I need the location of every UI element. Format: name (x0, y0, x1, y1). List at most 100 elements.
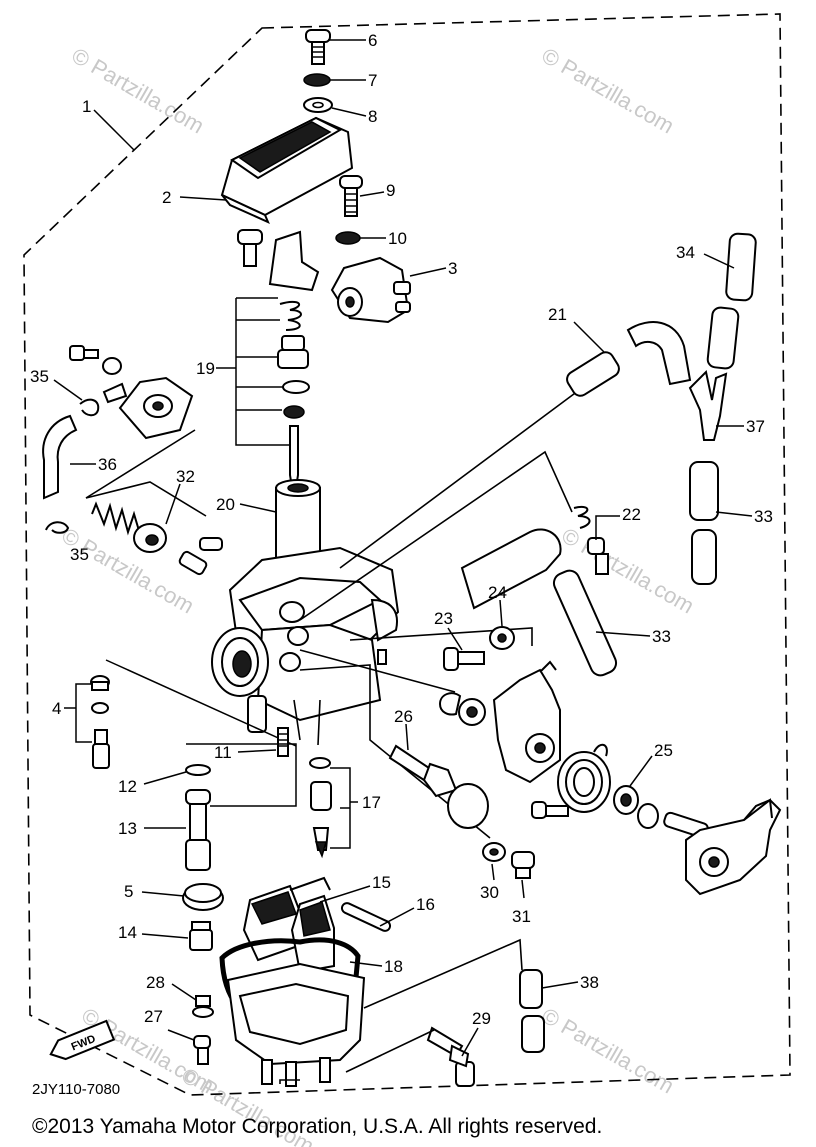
callout-5: 5 (124, 882, 133, 901)
callout-layer: 1 2 3 4 5 6 7 8 9 10 11 12 13 14 15 16 1 (30, 31, 773, 1057)
screw-plate (531, 801, 569, 819)
callout-32: 32 (176, 467, 195, 486)
hose-38 (519, 969, 545, 1053)
starter-plunger-cover (102, 376, 194, 440)
elbow-hose (626, 321, 692, 386)
callout-23: 23 (434, 609, 453, 628)
callout-30: 30 (480, 883, 499, 902)
plunger-26 (388, 744, 489, 829)
guide-line-choke (85, 429, 196, 499)
drain-screw-29 (426, 1026, 475, 1087)
guide-line-29 (345, 1029, 435, 1073)
hose-34 (706, 232, 757, 370)
callout-22: 22 (622, 505, 641, 524)
callout-18: 18 (384, 957, 403, 976)
top-cover-2 (220, 116, 354, 224)
callout-29: 29 (472, 1009, 491, 1028)
needle-valve-4 (75, 659, 297, 769)
callout-3: 3 (448, 259, 457, 278)
callout-7: 7 (368, 71, 377, 90)
float-valve-17 (309, 757, 351, 859)
callout-35-bottom: 35 (70, 545, 89, 564)
callout-33-upper: 33 (754, 507, 773, 526)
clip-35-bottom (45, 521, 70, 534)
callout-34: 34 (676, 243, 695, 262)
callout-28: 28 (146, 973, 165, 992)
idle-screw-22 (573, 506, 609, 575)
throttle-lever-plate (492, 660, 561, 784)
screw-27 (193, 1035, 211, 1065)
hose-33-long (552, 569, 618, 677)
callout-6: 6 (368, 31, 377, 50)
spring-32 (91, 501, 141, 536)
guide-line-38 (363, 938, 523, 1009)
o-ring-28 (192, 995, 214, 1018)
seal-32 (133, 523, 167, 553)
throttle-lever (663, 798, 782, 896)
watermark: © Partzilla.com (538, 1003, 679, 1099)
callout-27: 27 (144, 1007, 163, 1026)
callout-11: 11 (214, 743, 232, 762)
joint-37 (688, 369, 728, 441)
callout-16: 16 (416, 895, 435, 914)
pilot-screw-group (178, 537, 223, 576)
guide-line-24 (349, 627, 533, 646)
screw-6 (305, 29, 331, 65)
screw-31 (511, 851, 535, 879)
callout-25: 25 (654, 741, 673, 760)
overflow-hose (460, 528, 562, 610)
watermark: © Partzilla.com (538, 43, 679, 139)
callout-17: 17 (362, 793, 381, 812)
screw-11 (277, 727, 289, 757)
callout-35-top: 35 (30, 367, 49, 386)
callout-24: 24 (488, 583, 507, 602)
callout-1: 1 (82, 97, 91, 116)
callout-33-lower: 33 (652, 627, 671, 646)
throttle-valve-group-19 (235, 297, 310, 501)
throttle-slide-20 (275, 479, 321, 559)
copyright-notice: ©2013 Yamaha Motor Corporation, U.S.A. A… (32, 1115, 602, 1138)
callout-20: 20 (216, 495, 235, 514)
emulsion-tube-13 (185, 789, 211, 871)
washer-5 (182, 883, 224, 911)
guide-line-22 (299, 450, 573, 621)
callout-21: 21 (548, 305, 567, 324)
hose-21 (566, 351, 620, 397)
hose-36 (42, 414, 78, 500)
drawing-code: 2JY110-7080 (32, 1081, 120, 1098)
washer-30 (482, 842, 506, 862)
clip-washer-lever (438, 692, 486, 726)
screw-23 (443, 647, 485, 671)
clip-35-top (79, 398, 100, 417)
hose-33-right (689, 461, 719, 585)
watermark: © Partzilla.com (68, 43, 209, 139)
callout-8: 8 (368, 107, 377, 126)
o-ring-12 (185, 764, 211, 776)
callout-31: 31 (512, 907, 531, 926)
float-bowl (226, 962, 366, 1087)
fwd-arrow-icon: FWD (49, 1019, 116, 1061)
screw-pair-choke (69, 345, 122, 375)
callout-10: 10 (388, 229, 407, 248)
throttle-spring-25 (557, 743, 611, 813)
callout-12: 12 (118, 777, 137, 796)
lock-washer-7 (303, 73, 331, 87)
washer-8 (303, 97, 333, 113)
cable-bracket (268, 230, 320, 292)
callout-26: 26 (394, 707, 413, 726)
float-assembly (242, 876, 335, 974)
throttle-bracket-3 (330, 256, 411, 324)
guide-line-21 (339, 381, 591, 569)
callout-14: 14 (118, 923, 137, 942)
guide-line-26 (299, 649, 456, 693)
callout-9: 9 (386, 181, 395, 200)
callout-13: 13 (118, 819, 137, 838)
callout-19: 19 (196, 359, 215, 378)
float-pin-16 (340, 902, 392, 932)
main-jet-14 (189, 921, 213, 951)
washer-lever (637, 803, 659, 829)
callout-2: 2 (162, 188, 171, 207)
callout-4: 4 (52, 699, 61, 718)
assembly-outline (23, 13, 791, 1096)
